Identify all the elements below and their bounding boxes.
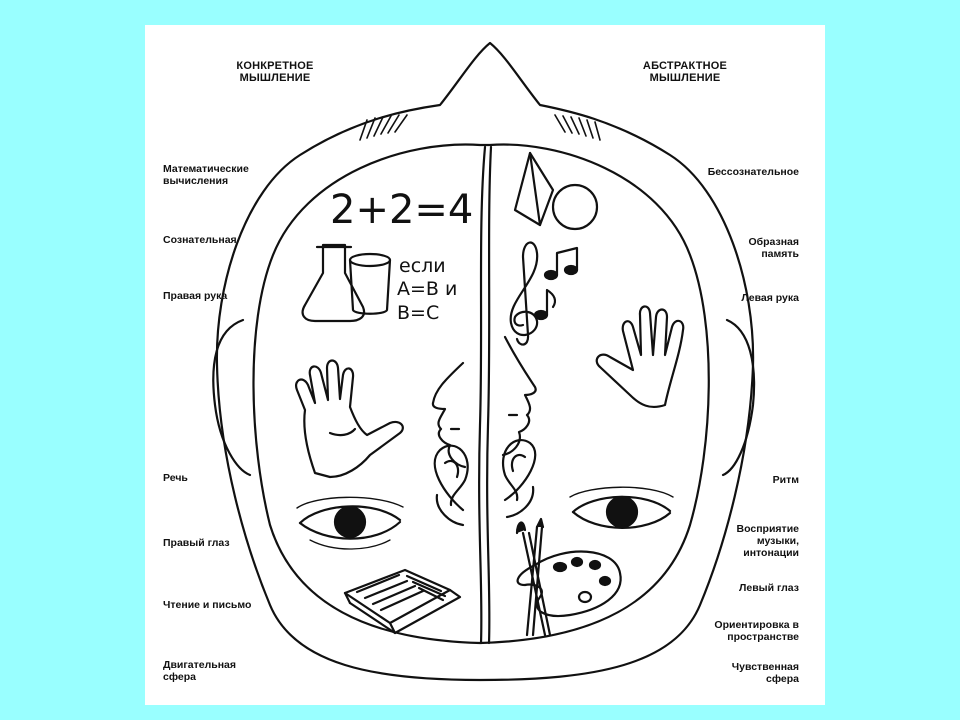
nose-profile-right xyxy=(501,335,537,457)
book-icon xyxy=(343,568,462,635)
label-music-perception: Восприятие музыки, интонации xyxy=(736,523,799,559)
beaker-icon xyxy=(301,243,366,323)
logic-line1: если xyxy=(399,255,446,277)
eye-right-icon xyxy=(569,486,674,529)
logic-line3: B=C xyxy=(397,302,439,324)
label-right-eye: Правый глаз xyxy=(163,537,230,549)
treble-clef-icon xyxy=(509,241,539,346)
ear-left-icon xyxy=(433,444,469,527)
label-reading-writing: Чтение и письмо xyxy=(163,599,252,611)
ear-outer-left xyxy=(212,318,252,477)
palette-icon xyxy=(516,550,622,618)
hair-right xyxy=(554,114,601,141)
ear-right-icon xyxy=(502,439,537,519)
brain-divider xyxy=(478,145,487,645)
hand-right-icon xyxy=(295,359,404,479)
header-right: АБСТРАКТНОЕ МЫШЛЕНИЕ xyxy=(642,60,728,84)
header-left: КОНКРЕТНОЕ МЫШЛЕНИЕ xyxy=(236,60,314,84)
hand-left-icon xyxy=(595,305,685,409)
head-drawing: 2+2=4 если A=B и B=C xyxy=(212,41,756,682)
equation-text: 2+2=4 xyxy=(330,187,473,233)
sphere-icon xyxy=(551,183,599,231)
label-motor: Двигательная сфера xyxy=(163,659,237,683)
label-speech: Речь xyxy=(163,472,188,484)
head-outline xyxy=(215,41,755,682)
label-left-hand: Левая рука xyxy=(741,292,799,304)
brushes-icon xyxy=(515,517,552,637)
ear-outer-right xyxy=(721,318,756,477)
label-right-hand: Правая рука xyxy=(163,290,228,302)
label-spatial: Ориентировка в пространстве xyxy=(714,619,799,643)
pyramid-icon xyxy=(513,151,555,227)
logic-line2: A=B и xyxy=(397,278,457,300)
label-unconscious: Бессознательное xyxy=(707,166,799,178)
diagram-panel: 2+2=4 если A=B и B=C xyxy=(145,25,825,705)
hair-left xyxy=(359,114,408,141)
label-rhythm: Ритм xyxy=(772,474,799,486)
label-left-eye: Левый глаз xyxy=(739,582,799,594)
cup-icon xyxy=(348,252,392,315)
music-notes-icon xyxy=(533,246,579,321)
label-conscious: Сознательная xyxy=(163,234,237,246)
label-sensory: Чувственная сфера xyxy=(731,661,799,685)
label-figurative-memory: Образная память xyxy=(748,236,799,260)
label-math: Математические вычисления xyxy=(163,163,249,187)
eye-left-icon xyxy=(296,496,404,550)
nose-profile-left xyxy=(431,361,467,469)
